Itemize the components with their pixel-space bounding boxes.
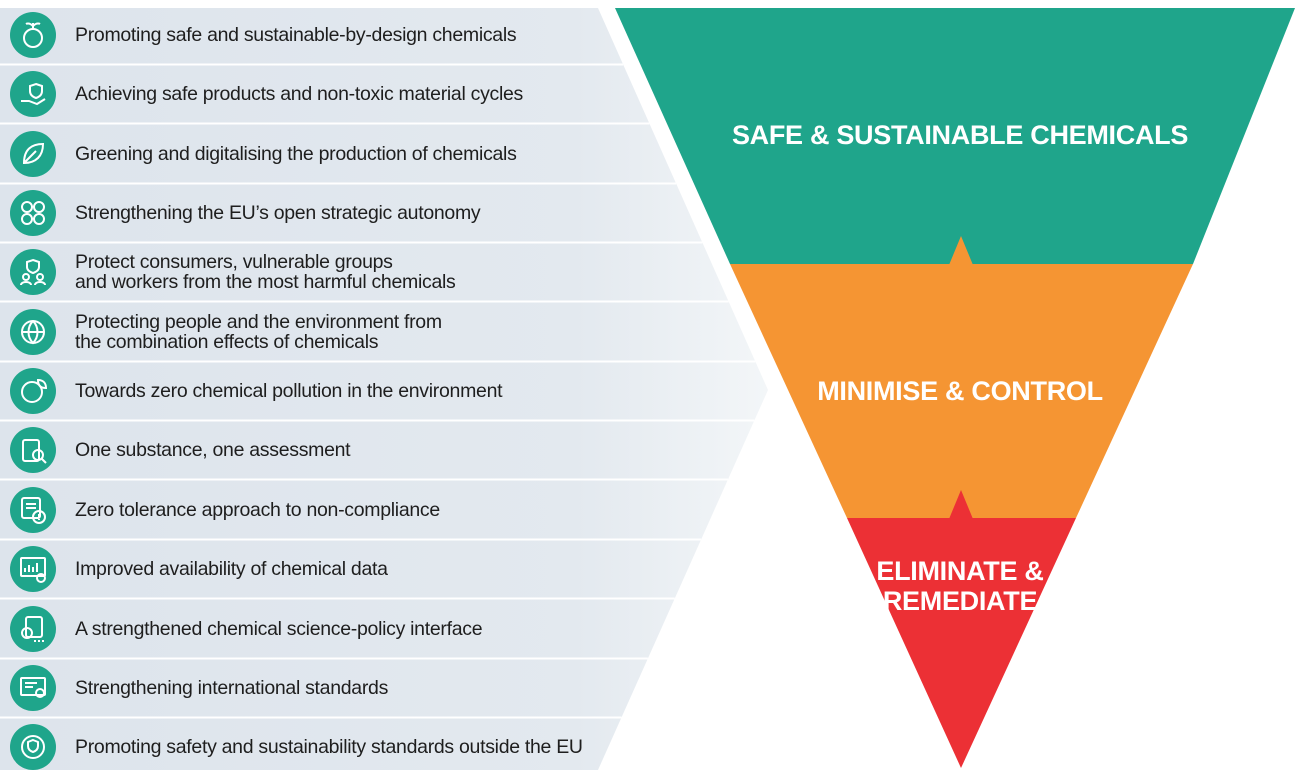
action-row: One substance, one assessment	[0, 421, 600, 479]
action-row: Promoting safety and sustainability stan…	[0, 718, 600, 776]
action-label: Zero tolerance approach to non-complianc…	[75, 499, 440, 521]
action-label: One substance, one assessment	[75, 439, 351, 461]
diploma-icon	[10, 665, 56, 711]
action-row: Protecting people and the environment fr…	[0, 303, 600, 361]
action-label: Strengthening international standards	[75, 677, 389, 699]
action-row: A strengthened chemical science-policy i…	[0, 600, 600, 658]
data-chart-icon	[10, 546, 56, 592]
tier-label-minimise-control: MINIMISE & CONTROL	[817, 376, 1103, 406]
action-label: Greening and digitalising the production…	[75, 143, 517, 165]
globe-network-icon	[10, 309, 56, 355]
tier-label-eliminate-remediate: ELIMINATE & REMEDIATE	[876, 556, 1044, 616]
tier-minimise-control-shape	[730, 264, 1193, 518]
action-label: Promoting safe and sustainable-by-design…	[75, 24, 517, 46]
action-row: Promoting safe and sustainable-by-design…	[0, 6, 600, 64]
globe-shield-icon	[10, 724, 56, 770]
action-row: Zero tolerance approach to non-complianc…	[0, 481, 600, 539]
action-row: Improved availability of chemical data	[0, 540, 600, 598]
action-label: A strengthened chemical science-policy i…	[75, 618, 483, 640]
document-warning-icon	[10, 487, 56, 533]
action-row: Greening and digitalising the production…	[0, 125, 600, 183]
tier-safe-sustainable-shape	[615, 8, 1295, 264]
certificate-stars-icon	[10, 606, 56, 652]
action-label: Protect consumers, vulnerable groups and…	[75, 251, 456, 293]
action-label: Protecting people and the environment fr…	[75, 311, 442, 353]
clipboard-magnifier-icon	[10, 427, 56, 473]
action-label: Promoting safety and sustainability stan…	[75, 736, 583, 758]
chevron-panel	[0, 8, 768, 770]
leaf-icon	[10, 131, 56, 177]
tier-eliminate-remediate-shape	[847, 518, 1076, 768]
action-label: Achieving safe products and non-toxic ma…	[75, 83, 523, 105]
action-label: Strengthening the EU’s open strategic au…	[75, 202, 481, 224]
action-label: Improved availability of chemical data	[75, 558, 388, 580]
action-row: Strengthening international standards	[0, 659, 600, 717]
row-separators	[0, 63, 756, 719]
arrow-up-icon	[949, 236, 973, 265]
hand-shield-icon	[10, 71, 56, 117]
network-nodes-icon	[10, 190, 56, 236]
action-row: Strengthening the EU’s open strategic au…	[0, 184, 600, 242]
action-row: Achieving safe products and non-toxic ma…	[0, 65, 600, 123]
seedling-globe-icon	[10, 12, 56, 58]
arrow-up-icon	[949, 490, 973, 519]
action-row: Protect consumers, vulnerable groups and…	[0, 243, 600, 301]
tier-label-safe-sustainable: SAFE & SUSTAINABLE CHEMICALS	[731, 120, 1189, 150]
action-label: Towards zero chemical pollution in the e…	[75, 380, 503, 402]
people-shield-icon	[10, 249, 56, 295]
earth-leaf-icon	[10, 368, 56, 414]
action-row: Towards zero chemical pollution in the e…	[0, 362, 600, 420]
